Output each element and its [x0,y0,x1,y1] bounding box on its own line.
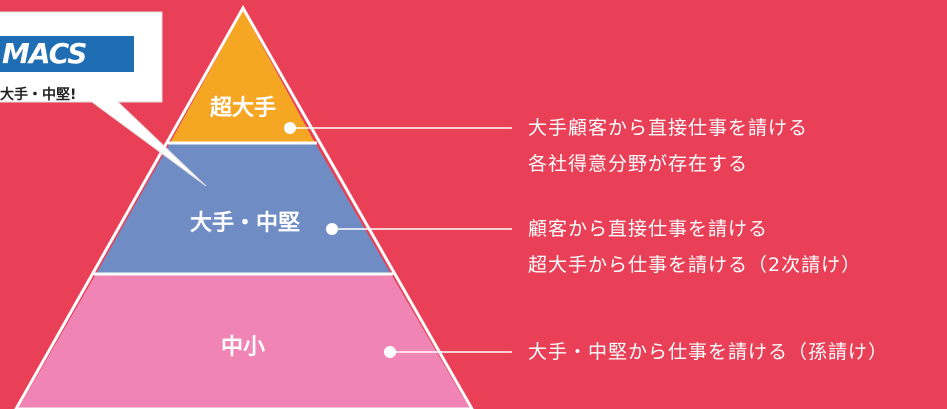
tier-description-middle: 顧客から直接仕事を請ける 超大手から仕事を請ける（2次請け） [528,211,861,283]
callout-text: 大手・中堅! [0,87,77,103]
tier-description-bottom: 大手・中堅から仕事を請ける（孫請け） [528,334,888,370]
callout: MACS 大手・中堅! [0,10,160,108]
description-line: 超大手から仕事を請ける（2次請け） [528,254,862,276]
connector-dot-middle [326,223,338,235]
tier-label-middle: 大手・中堅 [189,211,300,236]
connector-dot-top [284,122,296,134]
tier-description-top: 大手顧客から直接仕事を請ける 各社得意分野が存在する [528,110,808,182]
tier-middle-shape [96,143,391,274]
pyramid-outline [14,4,474,409]
description-line: 顧客から直接仕事を請ける [528,218,769,240]
connector-dot-bottom [384,346,396,358]
tier-top-shape [170,10,315,143]
company-logo: MACS [0,36,134,72]
tier-label-top: 超大手 [209,96,276,121]
tier-label-bottom: 中小 [220,335,265,360]
description-line: 大手顧客から直接仕事を請ける [528,117,809,139]
description-line: 各社得意分野が存在する [528,153,749,175]
description-line: 大手・中堅から仕事を請ける（孫請け） [528,341,889,363]
tier-bottom-shape [18,274,470,409]
